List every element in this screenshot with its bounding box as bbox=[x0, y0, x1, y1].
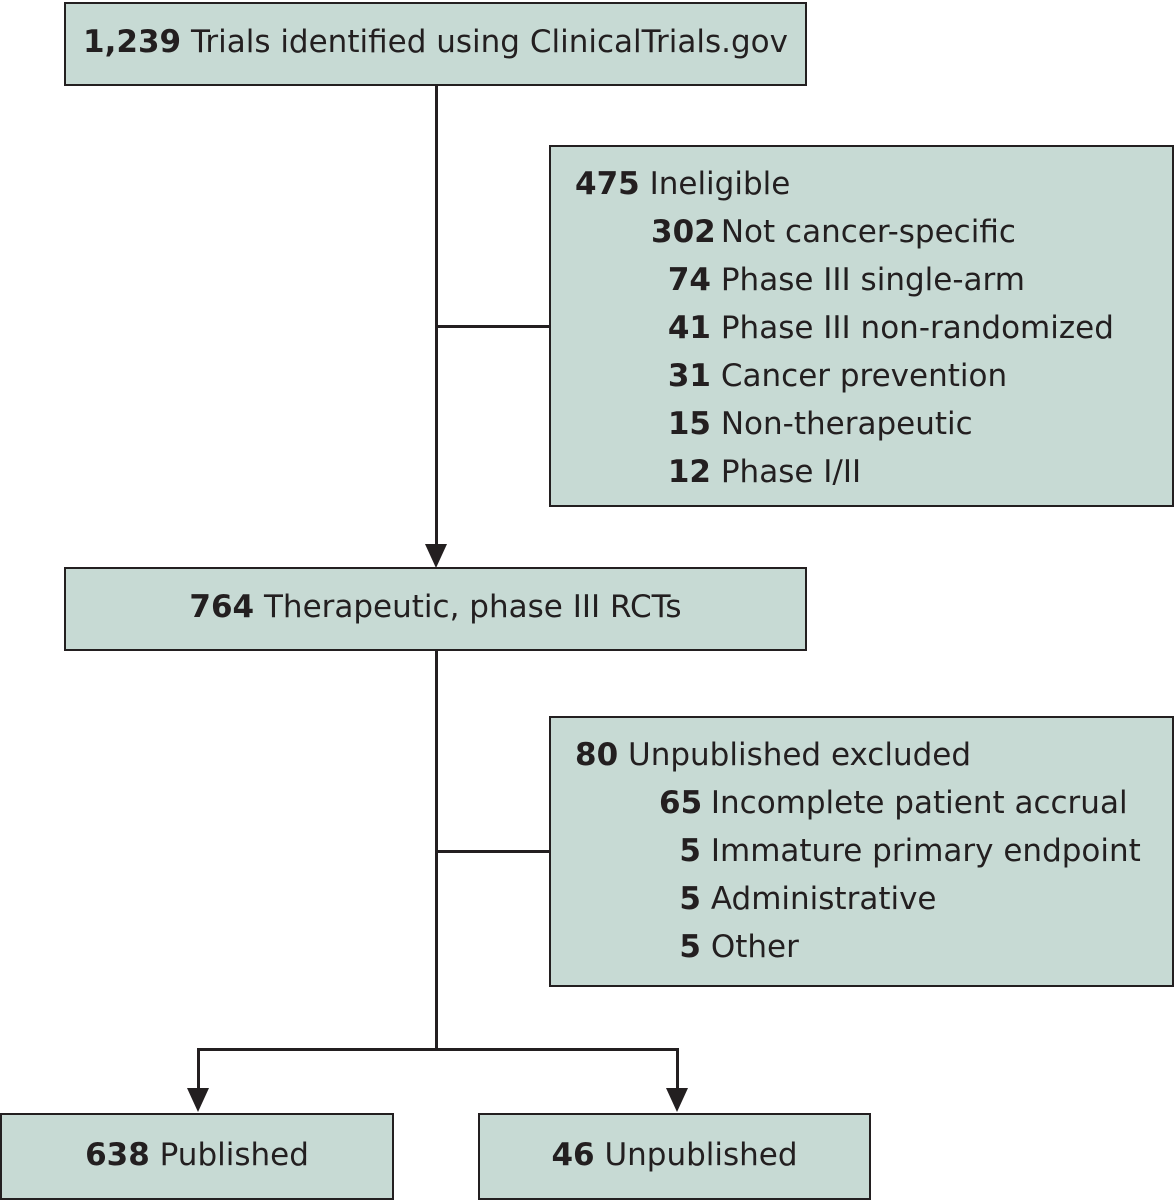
excluded-item: 65 Incomplete patient accrual bbox=[659, 784, 1128, 822]
excluded-item-count: 65 bbox=[659, 785, 703, 821]
excluded-item-label: Other bbox=[710, 929, 799, 965]
ineligible-item: 31 Cancer prevention bbox=[651, 357, 1007, 395]
identified-text: 1,239 Trials identified using ClinicalTr… bbox=[66, 24, 805, 60]
therapeutic-count: 764 bbox=[189, 589, 255, 625]
ineligible-item-count: 31 bbox=[667, 358, 711, 394]
published-box: 638 Published bbox=[0, 1113, 394, 1200]
ineligible-item-label: Non-therapeutic bbox=[720, 406, 973, 442]
excluded-item-count: 5 bbox=[679, 881, 701, 917]
excluded-item-count: 5 bbox=[679, 929, 701, 965]
unpublished-box: 46 Unpublished bbox=[478, 1113, 871, 1200]
ineligible-item-count: 15 bbox=[667, 406, 711, 442]
ineligible-header: 475 Ineligible bbox=[575, 165, 790, 203]
excluded-box: 80 Unpublished excluded 65 Incomplete pa… bbox=[549, 716, 1174, 987]
therapeutic-label: Therapeutic, phase III RCTs bbox=[263, 589, 682, 625]
excluded-item: 5 Administrative bbox=[659, 880, 937, 918]
identified-label: Trials identified using ClinicalTrials.g… bbox=[190, 24, 788, 60]
connector-to-unpublished bbox=[676, 1048, 679, 1090]
connector-split-horizontal bbox=[197, 1048, 679, 1051]
excluded-item-label: Administrative bbox=[710, 881, 937, 917]
unpublished-count: 46 bbox=[551, 1137, 595, 1173]
ineligible-item: 12 Phase I/II bbox=[651, 453, 861, 491]
identified-count: 1,239 bbox=[83, 24, 182, 60]
ineligible-item: 15 Non-therapeutic bbox=[651, 405, 973, 443]
arrow-to-therapeutic bbox=[425, 544, 447, 568]
therapeutic-text: 764 Therapeutic, phase III RCTs bbox=[66, 589, 805, 625]
published-count: 638 bbox=[85, 1137, 150, 1173]
ineligible-box: 475 Ineligible 302 Not cancer-specific 7… bbox=[549, 145, 1174, 507]
ineligible-item: 302 Not cancer-specific bbox=[651, 213, 1016, 251]
excluded-item-label: Immature primary endpoint bbox=[710, 833, 1141, 869]
connector-therapeutic-down bbox=[435, 650, 438, 1050]
arrow-to-unpublished bbox=[666, 1088, 688, 1112]
ineligible-item-label: Not cancer-specific bbox=[720, 214, 1016, 250]
ineligible-item-count: 302 bbox=[651, 214, 716, 250]
excluded-item: 5 Other bbox=[659, 928, 799, 966]
ineligible-label: Ineligible bbox=[649, 166, 791, 202]
excluded-item-count: 5 bbox=[679, 833, 701, 869]
excluded-item: 5 Immature primary endpoint bbox=[659, 832, 1141, 870]
excluded-label: Unpublished excluded bbox=[628, 737, 972, 773]
connector-to-published bbox=[197, 1048, 200, 1090]
ineligible-item-label: Phase III single-arm bbox=[720, 262, 1025, 298]
arrow-to-published bbox=[187, 1088, 209, 1112]
connector-identified-to-therapeutic bbox=[435, 85, 438, 547]
ineligible-item-label: Phase I/II bbox=[720, 454, 862, 490]
ineligible-item-count: 41 bbox=[667, 310, 711, 346]
excluded-item-label: Incomplete patient accrual bbox=[710, 785, 1128, 821]
ineligible-item: 74 Phase III single-arm bbox=[651, 261, 1025, 299]
ineligible-item-label: Cancer prevention bbox=[720, 358, 1008, 394]
ineligible-item-label: Phase III non-randomized bbox=[720, 310, 1114, 346]
therapeutic-box: 764 Therapeutic, phase III RCTs bbox=[64, 567, 807, 651]
published-text: 638 Published bbox=[2, 1137, 392, 1173]
ineligible-item: 41 Phase III non-randomized bbox=[651, 309, 1114, 347]
connector-to-excluded bbox=[437, 850, 550, 853]
ineligible-item-count: 74 bbox=[667, 262, 711, 298]
identified-box: 1,239 Trials identified using ClinicalTr… bbox=[64, 2, 807, 86]
excluded-count: 80 bbox=[575, 737, 619, 773]
ineligible-item-count: 12 bbox=[667, 454, 711, 490]
excluded-header: 80 Unpublished excluded bbox=[575, 736, 971, 774]
unpublished-text: 46 Unpublished bbox=[480, 1137, 869, 1173]
ineligible-count: 475 bbox=[575, 166, 640, 202]
unpublished-label: Unpublished bbox=[604, 1137, 798, 1173]
published-label: Published bbox=[159, 1137, 309, 1173]
connector-to-ineligible bbox=[437, 325, 550, 328]
